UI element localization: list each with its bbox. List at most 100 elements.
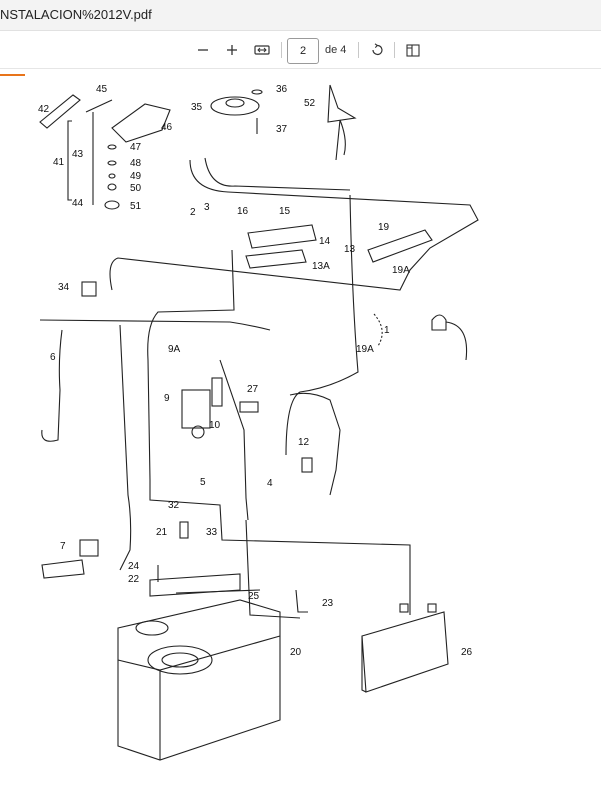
callout-label: 27 bbox=[247, 384, 259, 395]
fit-width-button[interactable] bbox=[252, 39, 272, 61]
battery-terminal-minus bbox=[427, 603, 437, 613]
callout-label: 36 bbox=[276, 84, 288, 95]
callout-label: 25 bbox=[248, 591, 260, 602]
battery-part-26 bbox=[361, 611, 449, 693]
bracket-part-42 bbox=[39, 94, 81, 129]
zoom-out-button[interactable] bbox=[195, 39, 211, 61]
battery-terminal-plus bbox=[399, 603, 409, 613]
page-total-label: de 4 bbox=[325, 44, 347, 56]
callout-label: 5 bbox=[200, 477, 206, 488]
callout-label: 20 bbox=[290, 647, 302, 658]
title-bar: NSTALACION%2012V.pdf bbox=[0, 0, 601, 31]
callout-label: 32 bbox=[168, 500, 180, 511]
callout-label: 24 bbox=[128, 561, 140, 572]
page-number-input[interactable]: 2 bbox=[287, 38, 319, 64]
callout-label: 3 bbox=[204, 202, 210, 213]
antenna-cable bbox=[335, 119, 346, 161]
strap-part-25 bbox=[175, 589, 261, 594]
callout-label: 19 bbox=[378, 222, 390, 233]
harness-center-run bbox=[147, 249, 235, 481]
callout-label: 15 bbox=[279, 206, 291, 217]
toolbar-divider bbox=[358, 42, 359, 58]
connector-part-12 bbox=[301, 457, 313, 473]
toolbar-divider bbox=[281, 42, 282, 58]
callout-label: 50 bbox=[130, 183, 142, 194]
callout-label: 26 bbox=[461, 647, 473, 658]
toolbar-divider bbox=[394, 42, 395, 58]
harness-right-run bbox=[285, 194, 359, 456]
callout-label: 14 bbox=[319, 236, 331, 247]
page-view-icon bbox=[406, 43, 420, 57]
callout-label: 12 bbox=[298, 437, 310, 448]
fuse-block bbox=[211, 377, 223, 407]
callout-label: 19A bbox=[356, 344, 374, 355]
callout-label: 42 bbox=[38, 104, 50, 115]
callout-label: 6 bbox=[50, 352, 56, 363]
battery-box-opening bbox=[135, 620, 169, 636]
module-part-14 bbox=[247, 224, 317, 249]
washer-part-47 bbox=[107, 144, 117, 150]
switch-part-34 bbox=[81, 281, 97, 297]
part-7 bbox=[79, 539, 99, 557]
callout-label: 45 bbox=[96, 84, 108, 95]
callout-label: 13 bbox=[344, 244, 356, 255]
callout-label: 13A bbox=[312, 261, 330, 272]
connector-lower-left bbox=[41, 559, 85, 579]
callout-label: 37 bbox=[276, 124, 288, 135]
callout-label: 46 bbox=[161, 122, 173, 133]
active-tab-indicator bbox=[0, 74, 25, 76]
battery-box-part-20 bbox=[117, 599, 281, 761]
document-title: NSTALACION%2012V.pdf bbox=[0, 7, 152, 22]
callout-label: 21 bbox=[156, 527, 168, 538]
speaker-part-35 bbox=[210, 96, 260, 116]
rotate-button[interactable] bbox=[368, 39, 386, 61]
callout-label: 22 bbox=[128, 574, 140, 585]
callout-label: 47 bbox=[130, 142, 142, 153]
cover-part-46 bbox=[111, 103, 171, 143]
antenna-part-52 bbox=[327, 84, 357, 123]
relay-board-part-9 bbox=[181, 389, 211, 429]
fuse-part-21 bbox=[179, 521, 189, 539]
callout-label: 33 bbox=[206, 527, 218, 538]
radio-part-19 bbox=[367, 229, 433, 263]
callout-label: 16 bbox=[237, 206, 249, 217]
callout-label: 34 bbox=[58, 282, 70, 293]
minus-icon bbox=[198, 49, 208, 51]
page-view-button[interactable] bbox=[404, 39, 422, 61]
washer-part-50 bbox=[107, 183, 117, 191]
harness-left-drop bbox=[41, 329, 63, 442]
nut-part-51 bbox=[104, 200, 120, 210]
speaker-cone bbox=[225, 98, 245, 108]
callout-label: 44 bbox=[72, 198, 84, 209]
washer-part-48 bbox=[107, 160, 117, 166]
harness-down-run bbox=[119, 324, 132, 571]
battery-side bbox=[361, 636, 367, 693]
bracket-part-45 bbox=[85, 99, 113, 113]
connector-part-27 bbox=[239, 401, 259, 413]
callout-label: 2 bbox=[190, 207, 196, 218]
fit-width-icon bbox=[254, 45, 270, 55]
clip-part-36 bbox=[251, 89, 263, 95]
callout-label: 23 bbox=[322, 598, 334, 609]
bracket-part-22 bbox=[149, 573, 241, 597]
bracket-brace-41 bbox=[67, 120, 72, 201]
relay-part-10 bbox=[191, 425, 205, 439]
callout-label: 52 bbox=[304, 98, 316, 109]
harness-right-drop bbox=[289, 392, 341, 496]
zoom-in-button[interactable] bbox=[224, 39, 240, 61]
battery-box-fan bbox=[147, 645, 213, 675]
clamp-part-23 bbox=[295, 589, 308, 613]
plus-icon bbox=[227, 45, 237, 55]
callout-label: 19A bbox=[392, 265, 410, 276]
rotate-icon bbox=[372, 43, 383, 56]
lamp-part bbox=[431, 314, 447, 331]
callout-label: 43 bbox=[72, 149, 84, 160]
callout-label: 9A bbox=[168, 344, 181, 355]
main-harness bbox=[109, 159, 479, 291]
battery-box-edge bbox=[117, 635, 281, 671]
harness-ground-run bbox=[219, 359, 249, 521]
callout-label: 35 bbox=[191, 102, 203, 113]
callout-label: 41 bbox=[53, 157, 65, 168]
